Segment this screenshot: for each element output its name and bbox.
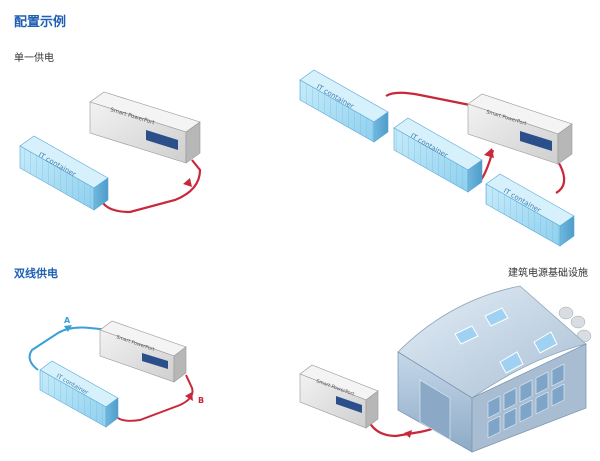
smart-powerport-unit: Smart PowerPort: [89, 91, 201, 164]
feed-b-label: B: [198, 396, 204, 405]
it-container-middle: IT container: [393, 117, 483, 193]
it-container-dual: IT container: [39, 360, 119, 428]
smart-powerport-unit-right: Smart PowerPort: [467, 93, 573, 165]
building: [397, 285, 592, 453]
dual-feed-b-cable: B: [114, 374, 204, 422]
it-container-top: IT container: [299, 69, 389, 143]
single-power-cable: [98, 159, 202, 214]
single-power-heading: 单一供电: [14, 53, 54, 64]
page-title: 配置示例: [14, 15, 67, 30]
feed-a-label: A: [64, 316, 71, 325]
smart-powerport-unit-facility: Smart PowerPort: [299, 364, 379, 429]
facility-power-heading: 建筑电源基础设施: [508, 268, 588, 279]
dual-power-heading: 双线供电: [14, 267, 58, 280]
it-container: IT container: [19, 135, 109, 211]
it-container-bottom: IT container: [485, 173, 575, 247]
smart-powerport-unit-dual: Smart PowerPort: [99, 320, 187, 383]
dual-feed-a-cable: A: [28, 316, 111, 371]
